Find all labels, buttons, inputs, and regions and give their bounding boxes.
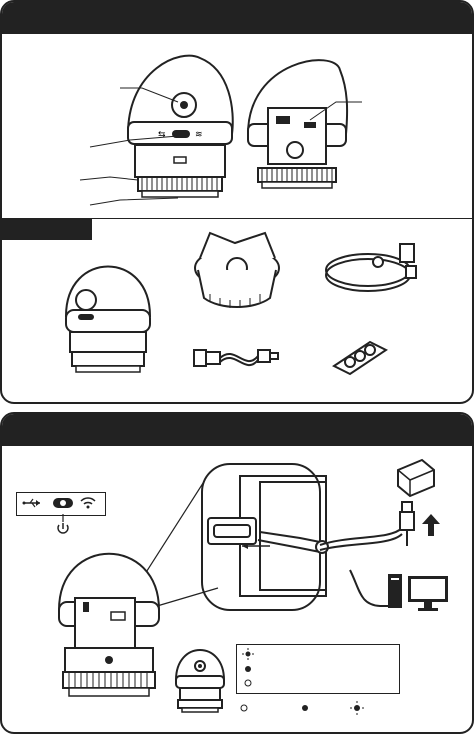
camera-front-diagram: ⇆ ≋ <box>79 54 234 206</box>
contents-section-tab <box>0 218 92 240</box>
led-off-icon <box>244 679 252 687</box>
led-status-legend <box>236 644 400 694</box>
power-icon <box>57 514 69 534</box>
plug-in-arrow-icon <box>422 514 440 536</box>
content-usb-cable-illustration <box>193 349 279 367</box>
wifi-icon <box>80 497 96 509</box>
content-adhesive-pads-illustration <box>332 340 388 376</box>
led-off-icon-bottom <box>240 704 248 712</box>
usb-cable-path <box>319 527 403 607</box>
svg-text:≋: ≋ <box>195 130 203 140</box>
camera-back-port-diagram <box>57 552 161 697</box>
content-camera-illustration <box>64 265 152 373</box>
camera-back-diagram <box>246 59 362 189</box>
led-flashing-icon-bottom <box>350 701 364 715</box>
connection-header-bar <box>2 414 472 446</box>
content-bracket-illustration <box>325 243 417 292</box>
section-divider <box>0 218 472 219</box>
overview-header-bar <box>2 2 472 34</box>
usb-wall-charger-icon <box>397 458 435 498</box>
led-solid-icon-bottom <box>302 705 308 711</box>
content-mount-illustration <box>194 231 280 308</box>
svg-text:⇆: ⇆ <box>158 130 166 140</box>
port-detail-callout <box>201 463 329 611</box>
usb-plug-icon <box>399 501 415 546</box>
led-solid-icon <box>245 666 251 672</box>
led-flashing-icon <box>242 648 254 660</box>
desktop-computer-icon <box>388 574 448 611</box>
usb-icon <box>22 498 40 508</box>
mode-toggle-icon <box>53 498 73 508</box>
camera-led-status-diagram <box>174 649 226 713</box>
